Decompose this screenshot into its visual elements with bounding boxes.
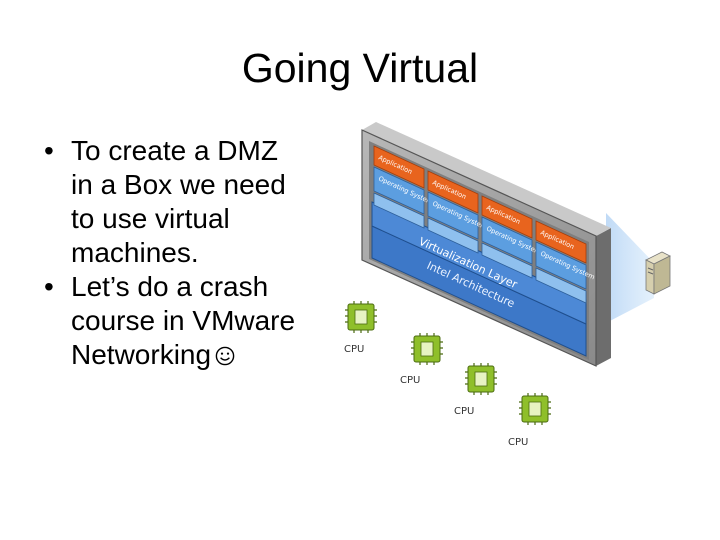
bullet-line: machines.	[71, 237, 199, 268]
slide-title: Going Virtual	[241, 45, 479, 91]
network-beam	[606, 213, 654, 323]
bullet-line: in a Box we need	[71, 169, 286, 200]
cpu-label: CPU	[508, 437, 528, 448]
bullet-line-text: Networking	[71, 339, 212, 370]
server-icon	[645, 251, 671, 295]
vm-column-4: Application Operating System	[535, 220, 596, 304]
box-side	[596, 228, 611, 366]
app-block	[373, 145, 425, 189]
os-block	[535, 241, 587, 290]
bullet-line: To create a DMZ	[71, 135, 278, 166]
bullet-line: Let’s do a crash	[71, 271, 269, 302]
hw-block	[427, 217, 479, 254]
bullet-list: • To create a DMZ in a Box we need to us…	[44, 134, 344, 372]
cpu-label: CPU	[400, 375, 420, 386]
smiley-icon	[215, 346, 235, 366]
bullet-line: Networking	[71, 338, 344, 372]
cpu-chip-3	[465, 363, 497, 395]
cpu-chip-4	[519, 393, 551, 425]
hw-block	[373, 192, 425, 229]
hw-block	[481, 242, 533, 279]
box-top	[362, 122, 611, 236]
os-block	[373, 166, 425, 215]
os-block	[481, 216, 533, 265]
cpu-chip-1	[345, 301, 377, 333]
bullet-item-dmz: • To create a DMZ in a Box we need to us…	[44, 134, 344, 270]
cpu-label: CPU	[454, 406, 474, 417]
bullet-line: course in VMware	[71, 305, 296, 336]
bullet-line: to use virtual	[71, 203, 230, 234]
cpu-label: CPU	[344, 344, 364, 355]
cpu-chip-2	[411, 333, 443, 365]
os-block	[427, 191, 479, 240]
bullet-dot-icon: •	[44, 135, 54, 166]
virtualization-illustration: Intel Architecture Virtualization Layer …	[344, 122, 671, 448]
bullet-dot-icon: •	[44, 271, 54, 302]
hw-block	[535, 267, 587, 304]
app-block	[481, 195, 533, 239]
bullet-item-vmware: • Let’s do a crash course in VMware Netw…	[44, 270, 344, 372]
app-block	[535, 220, 587, 264]
app-block	[427, 170, 479, 214]
